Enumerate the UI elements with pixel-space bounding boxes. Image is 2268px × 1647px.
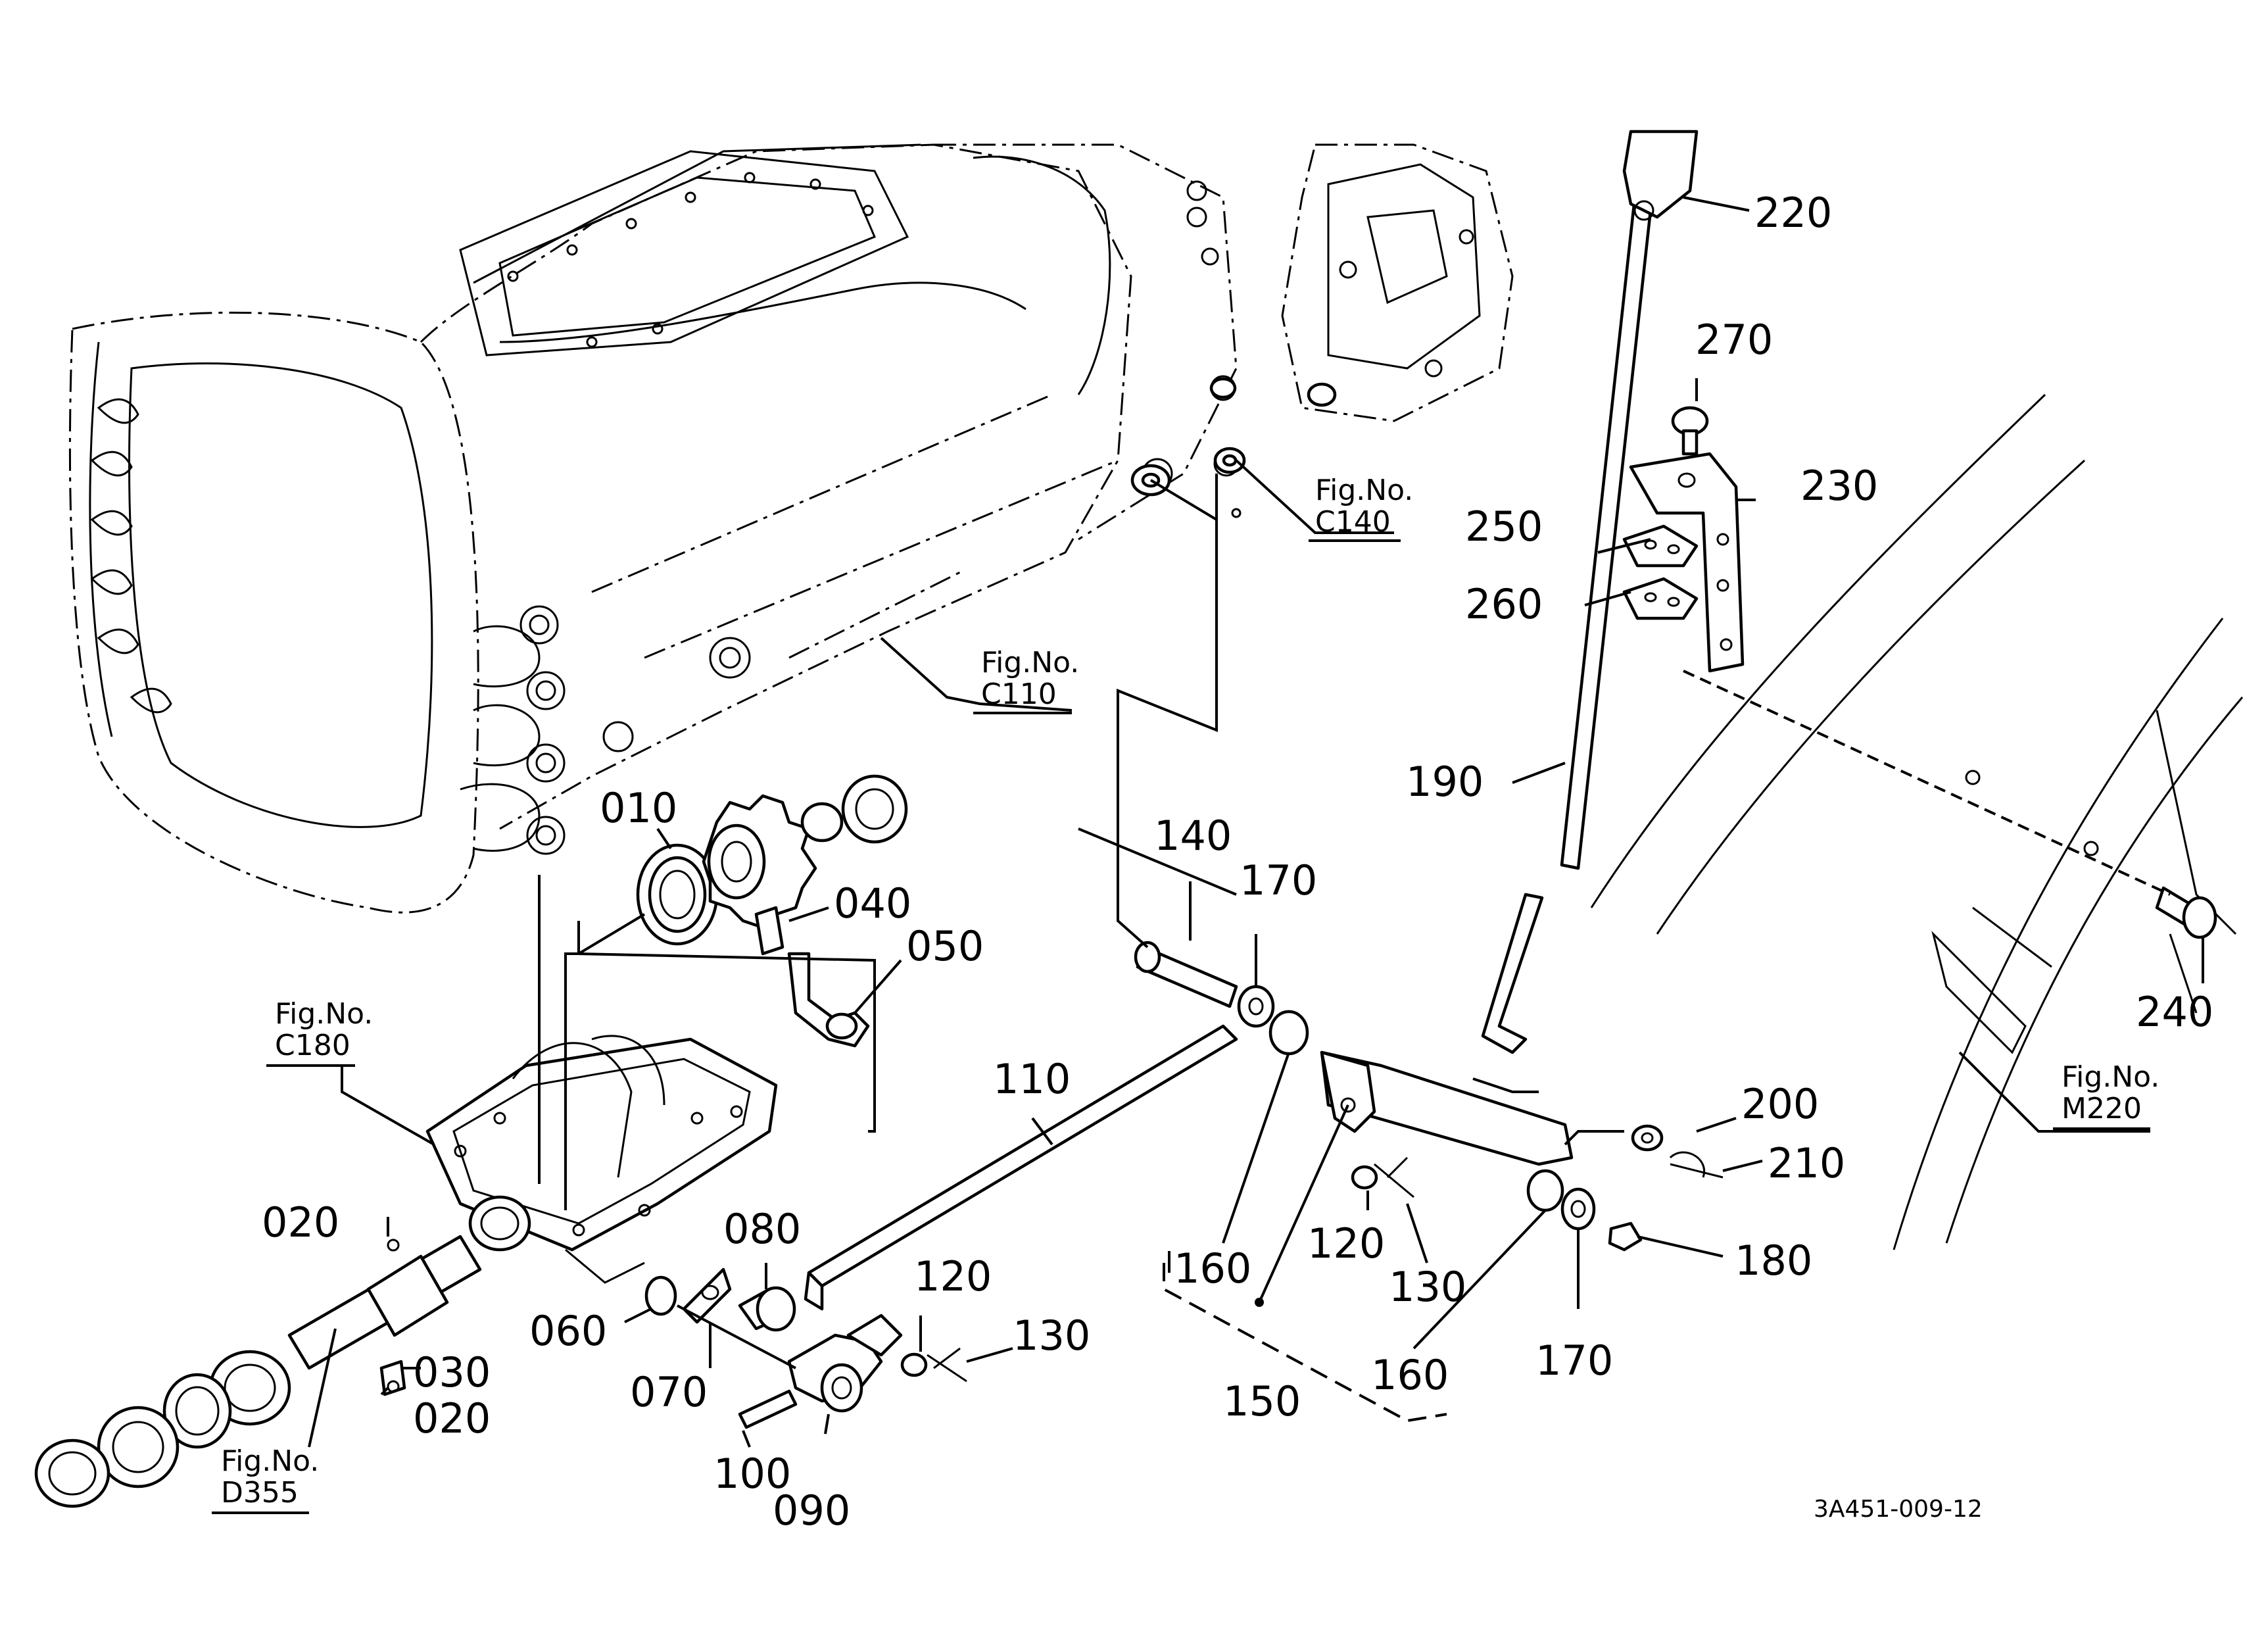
label-070: 070 — [630, 1368, 708, 1416]
drawing-code: 3A451-009-12 — [1814, 1496, 1983, 1523]
part-120b-shape — [1351, 1165, 1378, 1190]
svg-text:Fig.No.: Fig.No. — [275, 997, 373, 1031]
part-labels: 010 020 020 030 040 050 060 070 080 090 … — [262, 189, 2213, 1535]
part-130a-shape — [927, 1347, 967, 1383]
label-160-left: 160 — [1174, 1244, 1251, 1292]
label-090: 090 — [773, 1487, 850, 1535]
label-110: 110 — [993, 1055, 1071, 1103]
label-020-top: 020 — [262, 1198, 339, 1246]
part-200-shape — [1631, 1124, 1664, 1152]
part-130b-shape — [1374, 1156, 1414, 1198]
fig-ref-m220: Fig.No. M220 — [2053, 1060, 2159, 1130]
part-170b-shape — [1560, 1187, 1596, 1231]
label-050: 050 — [906, 922, 984, 970]
fig-ref-c110: Fig.No. C110 — [973, 646, 1079, 714]
svg-text:C180: C180 — [275, 1029, 350, 1062]
leader-lines — [308, 196, 2204, 1448]
label-190: 190 — [1406, 758, 1484, 806]
part-160a-shape — [1268, 1010, 1309, 1056]
part-260-shape — [1622, 577, 1699, 620]
part-150-shape — [1320, 1050, 1574, 1166]
part-180-shape — [1608, 1221, 1643, 1252]
part-220-shape — [1622, 130, 1699, 219]
fig-ref-c180: Fig.No. C180 — [266, 997, 373, 1067]
label-130-left: 130 — [1013, 1312, 1090, 1360]
label-120-right: 120 — [1307, 1219, 1385, 1267]
label-150: 150 — [1223, 1377, 1301, 1425]
label-120-left: 120 — [914, 1252, 992, 1300]
parts — [34, 130, 2217, 1508]
part-170a-shape — [1237, 985, 1275, 1028]
part-100-shape — [738, 1389, 798, 1429]
shaft-left-shape — [34, 1235, 482, 1508]
figure-references: Fig.No. C140 Fig.No. C110 Fig.No. C180 F… — [212, 474, 2159, 1514]
label-040: 040 — [834, 879, 911, 927]
svg-text:M220: M220 — [2062, 1092, 2142, 1125]
label-200: 200 — [1741, 1080, 1819, 1128]
housing-c180-shape — [425, 1035, 778, 1284]
part-120a-shape — [900, 1352, 928, 1377]
fig-ref-d355: Fig.No. D355 — [212, 1444, 319, 1514]
label-010: 010 — [600, 784, 677, 832]
label-230: 230 — [1800, 462, 1878, 510]
label-250: 250 — [1465, 503, 1543, 551]
label-220: 220 — [1754, 189, 1832, 237]
label-180: 180 — [1735, 1237, 1812, 1285]
part-090-shape — [787, 1314, 903, 1413]
svg-text:Fig.No.: Fig.No. — [2062, 1060, 2159, 1094]
part-240-shape — [2155, 886, 2217, 939]
part-070-shape — [682, 1267, 732, 1324]
part-040-shape — [754, 906, 784, 956]
part-230-shape — [1629, 452, 1745, 673]
label-060: 060 — [529, 1307, 607, 1355]
svg-text:Fig.No.: Fig.No. — [221, 1444, 319, 1478]
part-160b-shape — [1526, 1169, 1564, 1212]
label-160-right: 160 — [1371, 1351, 1449, 1399]
label-080: 080 — [723, 1205, 801, 1253]
label-170-top: 170 — [1240, 856, 1317, 904]
part-250-shape — [1622, 524, 1699, 568]
part-210-shape — [1669, 1151, 1724, 1179]
gear-shape — [702, 774, 908, 929]
label-020-bottom: 020 — [413, 1394, 491, 1442]
svg-text:D355: D355 — [221, 1476, 299, 1510]
svg-text:C140: C140 — [1315, 505, 1391, 539]
label-100: 100 — [713, 1450, 791, 1498]
svg-text:C110: C110 — [981, 677, 1057, 711]
part-270-shape — [1671, 406, 1709, 456]
svg-text:Fig.No.: Fig.No. — [981, 646, 1079, 679]
label-130-right: 130 — [1389, 1263, 1466, 1311]
label-270: 270 — [1695, 316, 1773, 364]
part-010-shape — [636, 843, 719, 946]
part-060-shape — [644, 1275, 677, 1316]
fig-ref-c140: Fig.No. C140 — [1309, 474, 1413, 542]
part-190-shape — [1481, 202, 1653, 1054]
label-170-bottom: 170 — [1535, 1337, 1613, 1385]
fender-outline — [1590, 393, 2244, 1250]
label-210: 210 — [1768, 1139, 1845, 1187]
svg-text:Fig.No.: Fig.No. — [1315, 474, 1413, 507]
transmission-case-outline — [68, 143, 1514, 914]
part-140-shape — [1134, 941, 1238, 1008]
label-030: 030 — [413, 1348, 491, 1396]
label-140: 140 — [1154, 812, 1232, 860]
label-240: 240 — [2136, 988, 2213, 1036]
part-080-shape — [738, 1286, 796, 1332]
label-260: 260 — [1465, 580, 1543, 628]
